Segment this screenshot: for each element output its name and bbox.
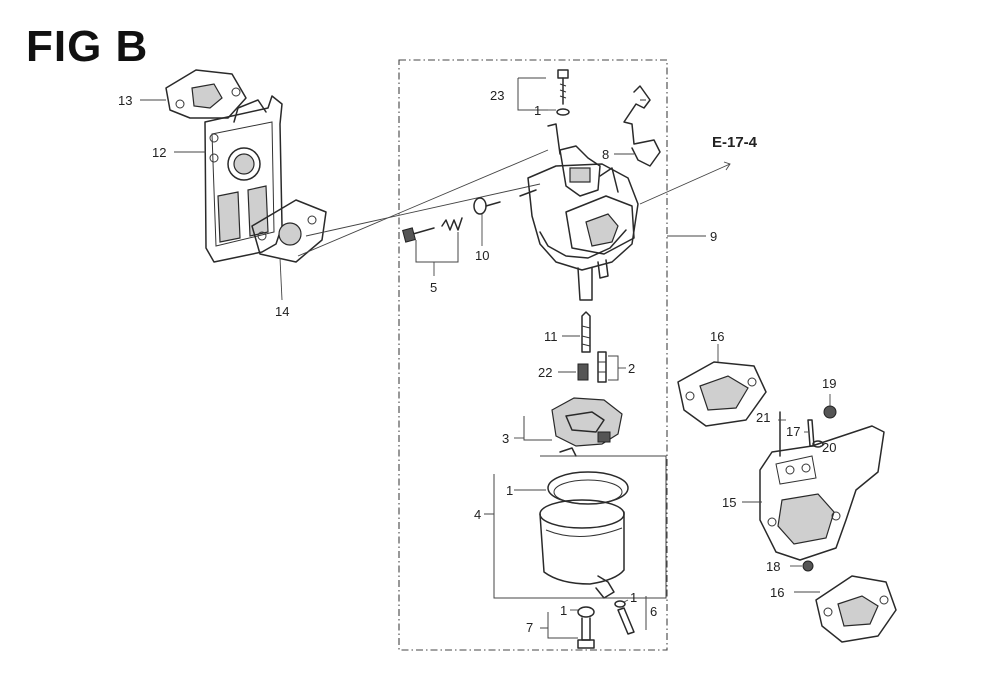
part-15-heat-plate [759,425,885,561]
callout-2: 2 [628,361,635,376]
leader-gasket-to-carb [297,149,549,257]
callout-3: 3 [502,431,509,446]
callout-9: 9 [710,229,717,244]
callout-1-drain: 1 [560,603,567,618]
part-20-washer [812,440,824,448]
bracket-part-7 [547,612,578,639]
callout-19: 19 [822,376,836,391]
callout-13: 13 [118,93,132,108]
callout-1-bowl: 1 [506,483,513,498]
callout-23: 23 [490,88,504,103]
bracket-part-23 [517,77,548,111]
part-13-gasket [165,69,247,119]
callout-16-upper: 16 [710,329,724,344]
callout-6: 6 [650,604,657,619]
bracket-part-2 [608,355,619,381]
callout-21: 21 [756,410,770,425]
reference-arrow-head [723,161,731,171]
callout-20: 20 [822,440,836,455]
callout-8: 8 [602,147,609,162]
part-8-choke-lever [623,85,661,167]
callout-1-top: 1 [534,103,541,118]
leader-gasket-to-carb-2 [305,183,541,237]
callout-12: 12 [152,145,166,160]
figure-title: FIG B [26,22,149,71]
leader-14 [279,257,283,301]
callout-22: 22 [538,365,552,380]
part-2-float-needle [597,351,607,383]
part-14-gasket [251,199,327,263]
part-4-float-bowl [539,447,629,599]
part-16-gasket-upper [677,361,767,427]
part-23-screw [556,69,570,116]
callout-5: 5 [430,280,437,295]
part-5-screw-spring [402,217,463,243]
callout-10: 10 [475,248,489,263]
part-11-jet-holder [581,311,591,353]
part-19-nut [823,394,837,419]
callout-16-lower: 16 [770,585,784,600]
part-10-screw [473,197,501,215]
callout-14: 14 [275,304,289,319]
callout-4: 4 [474,507,481,522]
leader-to-reference [639,163,731,205]
part-7-drain-screw [577,606,595,649]
callout-7: 7 [526,620,533,635]
part-3-float [551,397,623,447]
part-21-bolt [778,411,786,457]
callout-1-bolt: 1 [630,590,637,605]
carburetor-assembly-frame [398,59,668,651]
part-12-insulator [204,95,283,263]
part-16-gasket-lower [815,575,897,643]
bracket-part-5 [415,232,459,263]
leader-1d [623,599,629,603]
part-6-drain-bolt [614,600,635,635]
bracket-part-4 [493,455,667,599]
part-18-nut [790,560,814,572]
callout-11: 11 [544,329,558,344]
part-22-main-jet [577,363,589,381]
callout-15: 15 [722,495,736,510]
reference-label: E-17-4 [712,134,758,151]
callout-17: 17 [786,424,800,439]
callout-18: 18 [766,559,780,574]
bracket-part-3 [523,416,552,441]
part-9-carburetor-body [519,123,639,301]
part-17-stud [804,419,815,447]
